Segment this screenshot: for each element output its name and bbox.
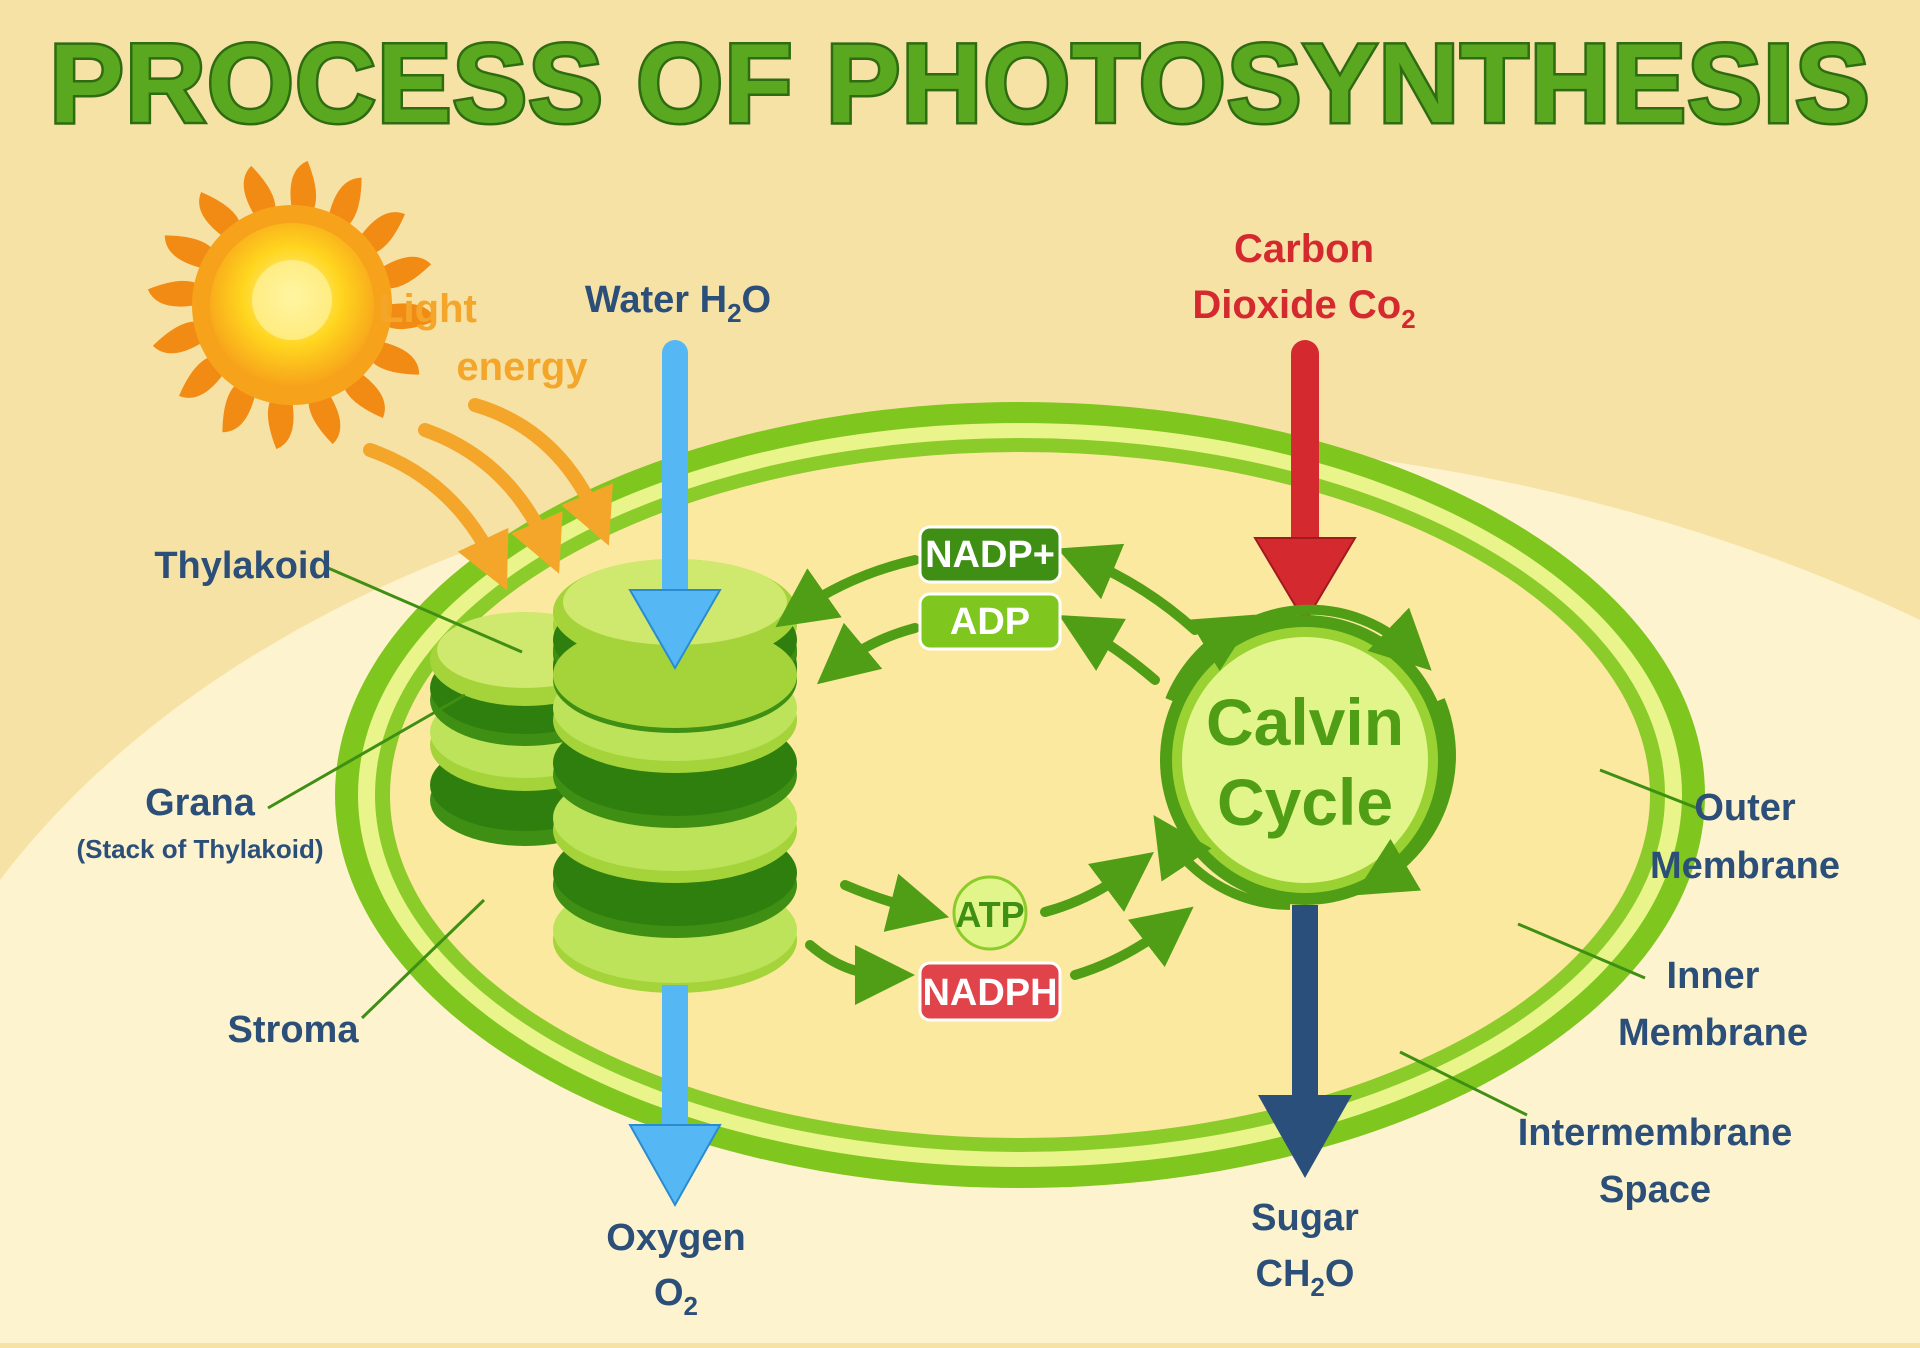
light-energy-arrows — [363, 398, 613, 591]
water-arrow — [628, 340, 722, 671]
sugar-arrow — [1258, 905, 1352, 1178]
calvin-cycle: Calvin Cycle — [1153, 604, 1456, 910]
light-energy-label-line1: Light — [379, 287, 477, 331]
nadph-badge: NADPH — [918, 961, 1062, 1022]
page-title: PROCESS OF PHOTOSYNTHESIS — [49, 21, 1870, 146]
oxygen-label-line1: Oxygen — [606, 1217, 745, 1259]
water-label: Water H2O — [585, 279, 771, 328]
calvin-cycle-title: Calvin — [1206, 685, 1404, 759]
thylakoid-label: Thylakoid — [154, 545, 331, 587]
outer-membrane-label-line2: Membrane — [1650, 845, 1840, 887]
co2-arrow — [1253, 340, 1357, 624]
oxygen-arrow — [628, 985, 722, 1208]
sun-rays — [147, 160, 437, 450]
intermembrane-space-label-line1: Intermembrane — [1518, 1112, 1793, 1154]
grana-label: Grana — [145, 782, 256, 824]
flow-arrows — [775, 543, 1200, 1005]
nadph-label: NADPH — [922, 972, 1057, 1014]
leader-lines — [267, 566, 1703, 1117]
grana-front-stack — [553, 559, 797, 993]
atp-label: ATP — [955, 894, 1024, 935]
stroma-label: Stroma — [228, 1009, 360, 1051]
sun-icon — [147, 160, 437, 450]
nadp-badge: NADP+ — [918, 525, 1062, 584]
calvin-cycle-subtitle: Cycle — [1217, 765, 1393, 839]
atp-badge: ATP — [952, 875, 1028, 951]
nadp-label: NADP+ — [925, 534, 1055, 576]
co2-label-line2: Dioxide Co2 — [1192, 283, 1415, 334]
adp-badge: ADP — [918, 592, 1062, 651]
co2-label-line1: Carbon — [1234, 227, 1374, 271]
grana-sublabel: (Stack of Thylakoid) — [76, 834, 323, 864]
sugar-label-line2: CH2O — [1256, 1253, 1355, 1302]
inner-membrane-label-line2: Membrane — [1618, 1012, 1808, 1054]
outer-membrane-label-line1: Outer — [1694, 787, 1796, 829]
sugar-label-line1: Sugar — [1251, 1197, 1359, 1239]
light-energy-label-line2: energy — [456, 345, 588, 389]
adp-label: ADP — [950, 601, 1030, 643]
oxygen-label-line2: O2 — [654, 1272, 698, 1321]
inner-membrane-label-line1: Inner — [1667, 955, 1760, 997]
intermembrane-space-label-line2: Space — [1599, 1169, 1711, 1211]
